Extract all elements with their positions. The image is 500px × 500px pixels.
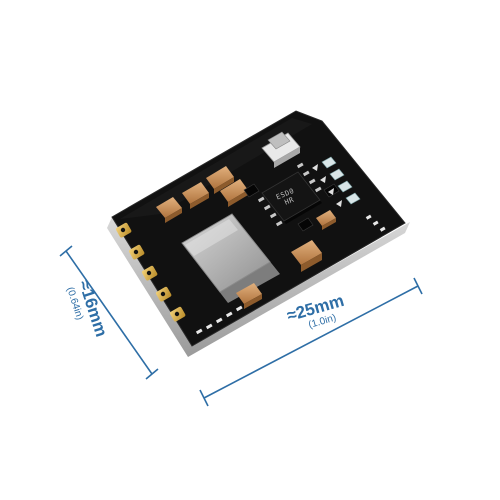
height-dimension-line [59, 245, 159, 380]
led [329, 168, 345, 181]
capacitor-4 [220, 179, 248, 207]
led [337, 180, 353, 193]
smd-parts [243, 183, 340, 232]
capacitor-2 [182, 182, 209, 209]
gold-pad [129, 244, 145, 260]
gold-pad [142, 265, 158, 281]
capacitor-1 [156, 197, 182, 223]
gold-pad [156, 286, 172, 302]
led [321, 156, 337, 169]
silkscreen-marks [195, 214, 386, 335]
capacitor-5 [291, 240, 322, 272]
push-button [261, 131, 301, 168]
gold-pad [170, 306, 186, 322]
status-leds [321, 156, 361, 205]
ic-chip [257, 162, 322, 227]
pcb-board [111, 110, 406, 347]
capacitor-6 [236, 283, 262, 309]
inductor-shield [181, 213, 280, 303]
capacitor-3 [206, 166, 234, 194]
gold-pads [116, 222, 186, 322]
capacitor-7 [316, 210, 336, 230]
gold-pad [116, 222, 132, 238]
led [345, 192, 361, 205]
width-dimension-line [199, 277, 423, 407]
led-arrow-marks [312, 164, 342, 207]
